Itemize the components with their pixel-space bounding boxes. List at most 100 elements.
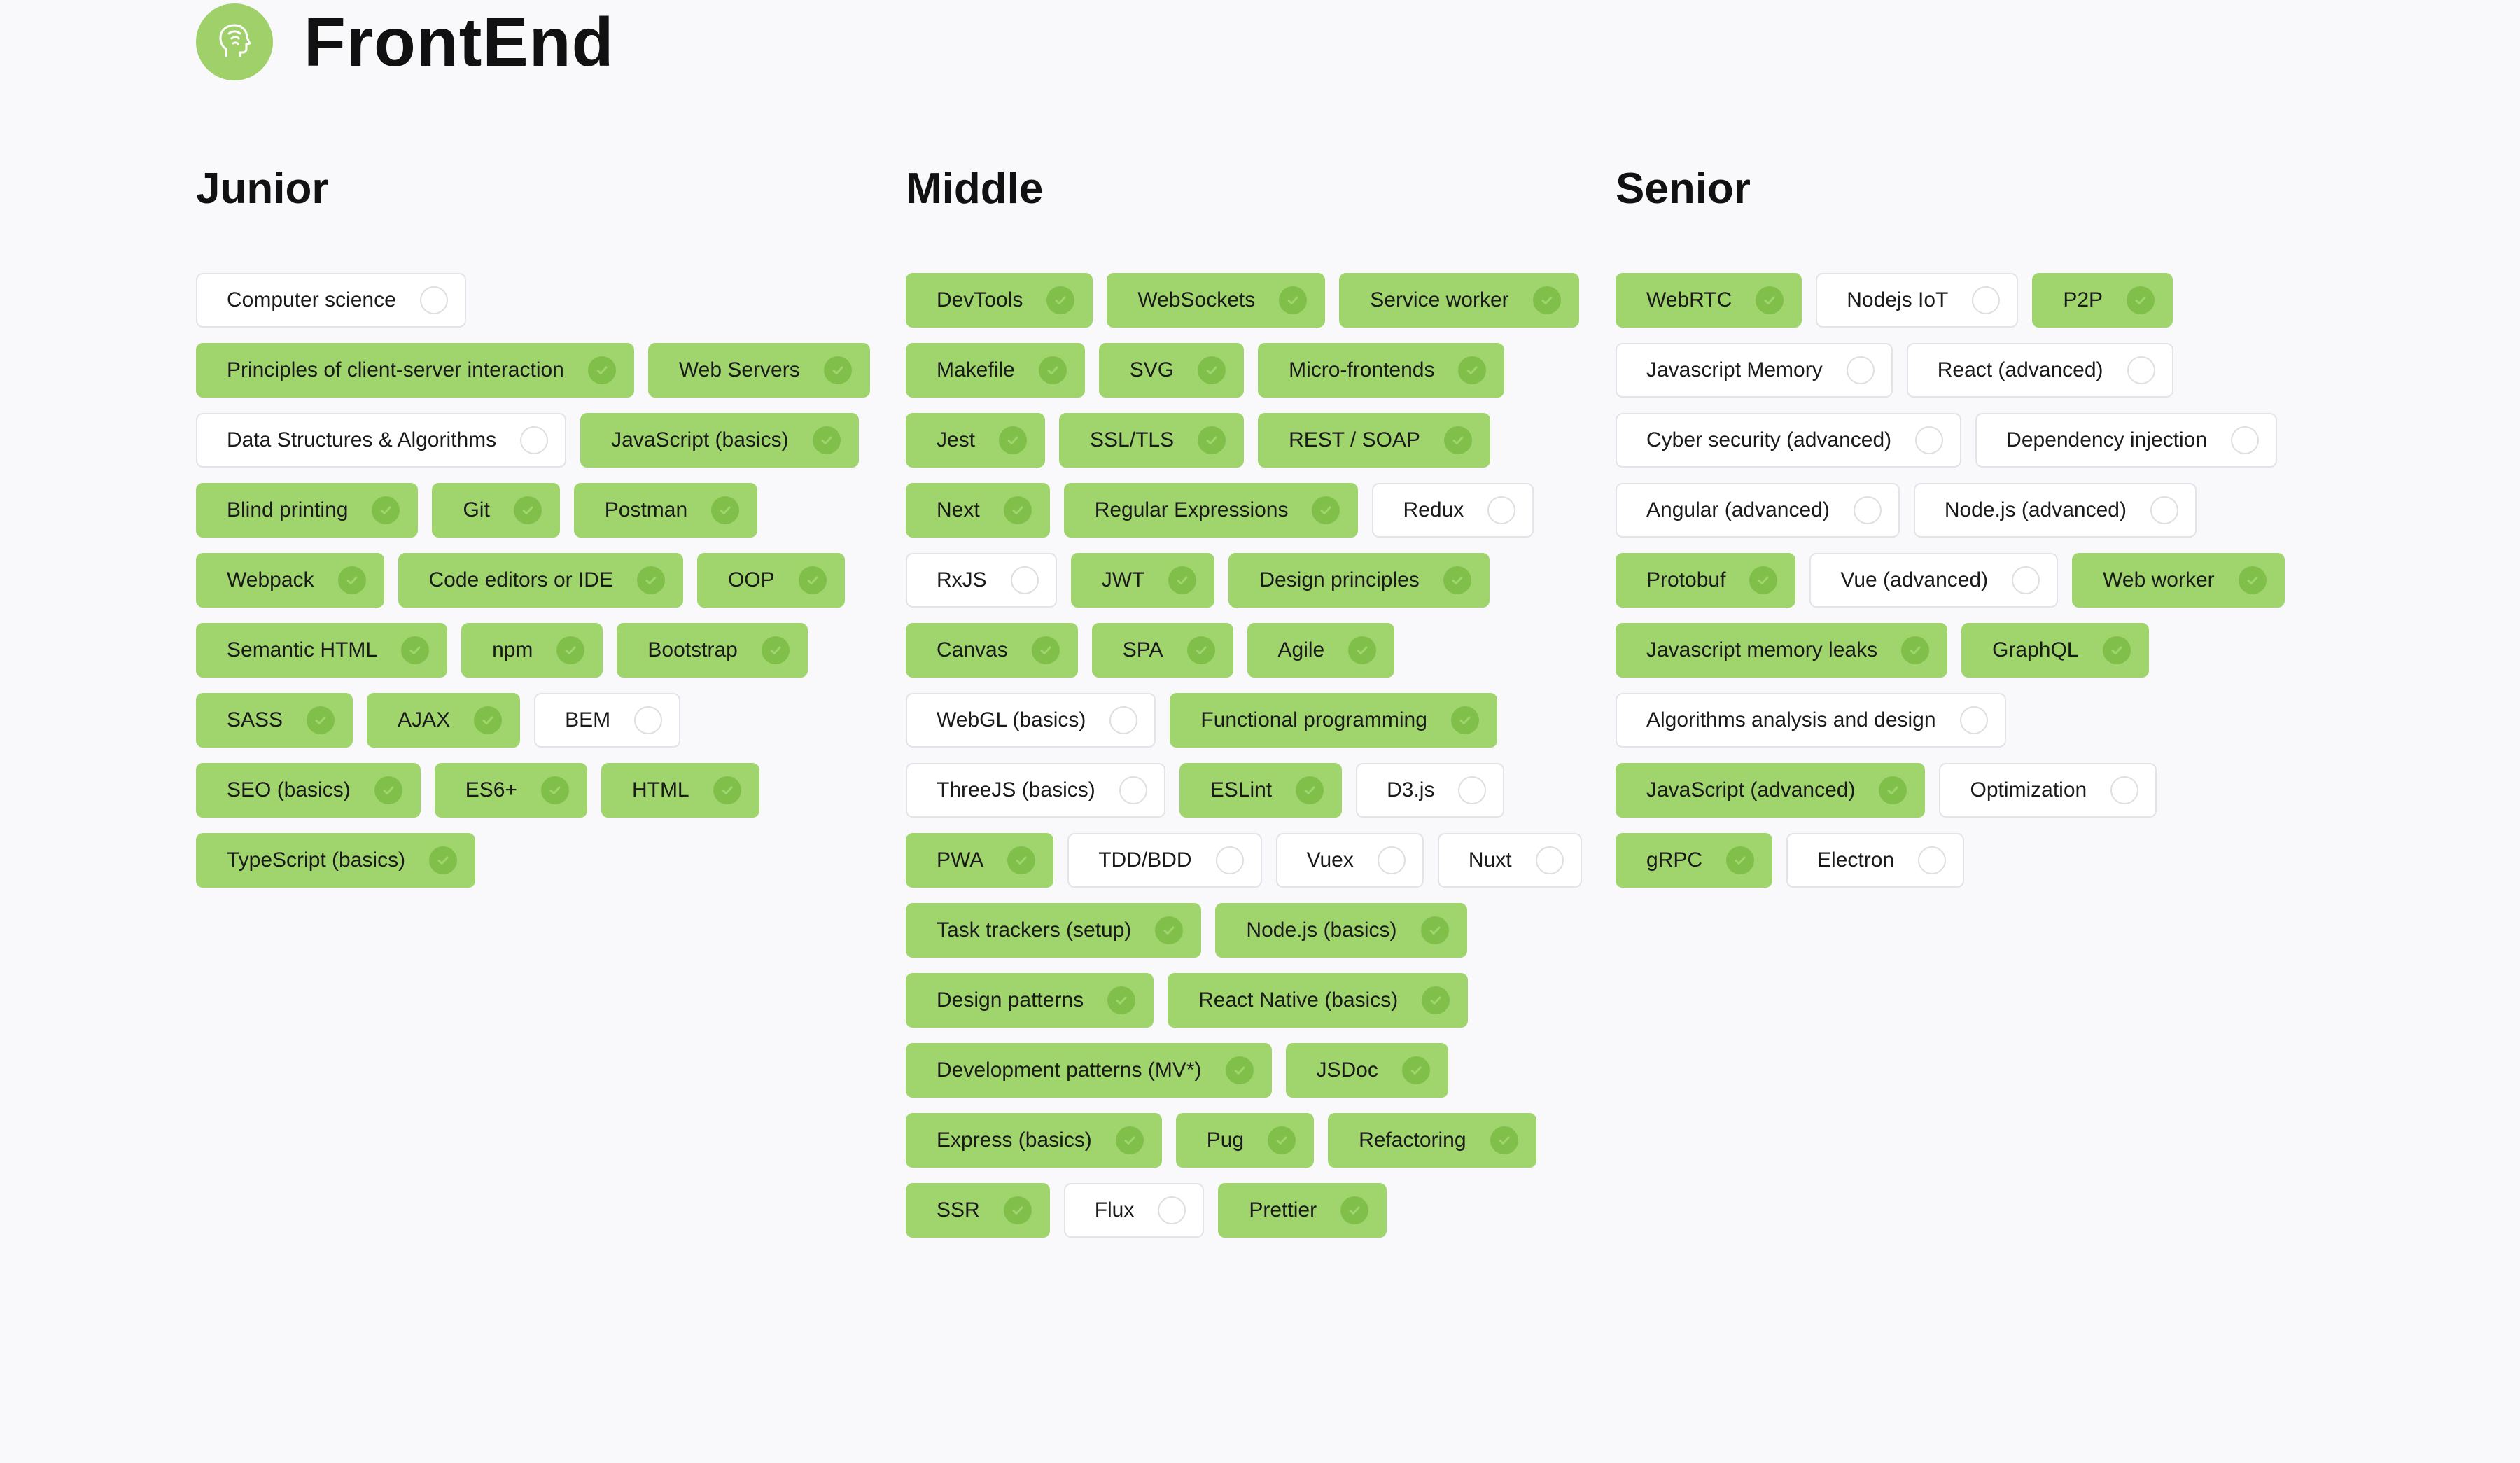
skill-label: Next — [937, 498, 980, 522]
skill-chip[interactable]: Semantic HTML — [196, 623, 448, 678]
skill-label: SASS — [227, 708, 284, 732]
skill-chip[interactable]: Javascript memory leaks — [1616, 623, 1948, 678]
skill-label: Principles of client-server interaction — [227, 358, 564, 382]
skill-chip[interactable]: Prettier — [1218, 1183, 1387, 1238]
skill-chip[interactable]: Webpack — [196, 553, 384, 608]
skill-chip[interactable]: React Native (basics) — [1168, 973, 1469, 1028]
skill-chip[interactable]: Development patterns (MV*) — [906, 1043, 1272, 1098]
skill-chip[interactable]: Bootstrap — [617, 623, 808, 678]
skill-chip[interactable]: npm — [461, 623, 603, 678]
skill-chip[interactable]: Redux — [1372, 483, 1534, 538]
skill-chip[interactable]: Web Servers — [648, 343, 870, 398]
skill-chip[interactable]: JavaScript (basics) — [580, 413, 859, 468]
skill-chip[interactable]: SASS — [196, 693, 354, 748]
skill-chip[interactable]: Pug — [1175, 1113, 1315, 1168]
skill-chip[interactable]: JavaScript (advanced) — [1616, 763, 1926, 818]
skill-chip[interactable]: Cyber security (advanced) — [1616, 413, 1962, 468]
empty-circle-icon — [2231, 426, 2260, 454]
skill-chip[interactable]: SVG — [1098, 343, 1245, 398]
skill-chip[interactable]: RxJS — [906, 553, 1057, 608]
skill-chip[interactable]: D3.js — [1356, 763, 1505, 818]
skill-label: React (advanced) — [1937, 358, 2104, 382]
skill-chip[interactable]: ThreeJS (basics) — [906, 763, 1166, 818]
skill-chip[interactable]: Git — [432, 483, 560, 538]
skill-chip[interactable]: Principles of client-server interaction — [196, 343, 634, 398]
skill-chip[interactable]: HTML — [601, 763, 760, 818]
skill-chip[interactable]: Makefile — [906, 343, 1085, 398]
skill-label: Design patterns — [937, 988, 1084, 1011]
checkmark-icon — [1901, 636, 1930, 664]
skill-chip[interactable]: Blind printing — [196, 483, 419, 538]
skill-chip[interactable]: Nodejs IoT — [1816, 273, 2019, 328]
skill-chip[interactable]: Vue (advanced) — [1809, 553, 2059, 608]
skill-chip[interactable]: Service worker — [1339, 273, 1579, 328]
skill-chip[interactable]: ES6+ — [434, 763, 587, 818]
checkmark-icon — [713, 776, 741, 804]
skill-chip[interactable]: WebGL (basics) — [906, 693, 1156, 748]
skill-chip[interactable]: GraphQL — [1961, 623, 2149, 678]
skill-chip[interactable]: Electron — [1786, 833, 1965, 888]
skill-chip[interactable]: Next — [906, 483, 1050, 538]
skill-chip[interactable]: Design principles — [1228, 553, 1490, 608]
skill-chip[interactable]: Web worker — [2072, 553, 2285, 608]
skill-chip[interactable]: Node.js (advanced) — [1913, 483, 2197, 538]
skill-chip[interactable]: JSDoc — [1285, 1043, 1448, 1098]
skill-chip[interactable]: Agile — [1247, 623, 1395, 678]
skill-label: Cyber security (advanced) — [1646, 428, 1892, 451]
skill-chip[interactable]: Canvas — [906, 623, 1078, 678]
skill-chip[interactable]: Regular Expressions — [1063, 483, 1359, 538]
checkmark-icon — [812, 426, 841, 454]
skill-chip[interactable]: DevTools — [906, 273, 1093, 328]
skill-chip[interactable]: Angular (advanced) — [1616, 483, 1900, 538]
skill-chip[interactable]: TypeScript (basics) — [196, 833, 476, 888]
skill-chip[interactable]: Micro-frontends — [1258, 343, 1505, 398]
empty-circle-icon — [1535, 846, 1564, 874]
skill-chip[interactable]: React (advanced) — [1906, 343, 2174, 398]
skill-chip[interactable]: Javascript Memory — [1616, 343, 1893, 398]
skill-chip[interactable]: Optimization — [1939, 763, 2157, 818]
skill-chip[interactable]: Refactoring — [1328, 1113, 1536, 1168]
skill-chip[interactable]: BEM — [534, 693, 681, 748]
skill-chip[interactable]: Computer science — [196, 273, 466, 328]
skill-chip[interactable]: SSL/TLS — [1059, 413, 1245, 468]
skill-chip[interactable]: gRPC — [1616, 833, 1773, 888]
skill-chip[interactable]: Postman — [573, 483, 758, 538]
skill-label: Vuex — [1306, 848, 1354, 872]
skill-label: Redux — [1403, 498, 1464, 522]
empty-circle-icon — [2110, 776, 2139, 804]
skill-chip[interactable]: WebRTC — [1616, 273, 1802, 328]
skill-chip[interactable]: REST / SOAP — [1258, 413, 1490, 468]
skill-chip[interactable]: TDD/BDD — [1068, 833, 1262, 888]
skill-chip[interactable]: WebSockets — [1107, 273, 1326, 328]
skill-chip[interactable]: Protobuf — [1616, 553, 1796, 608]
skill-chip[interactable]: SSR — [906, 1183, 1050, 1238]
skill-label: SSL/TLS — [1090, 428, 1175, 451]
skill-chip[interactable]: Data Structures & Algorithms — [196, 413, 567, 468]
skill-chip[interactable]: PWA — [906, 833, 1054, 888]
skill-chip[interactable]: SEO (basics) — [196, 763, 421, 818]
skill-chip[interactable]: JWT — [1070, 553, 1215, 608]
skill-chip[interactable]: Vuex — [1275, 833, 1424, 888]
skill-label: TypeScript (basics) — [227, 848, 406, 872]
skill-chip[interactable]: Nuxt — [1437, 833, 1582, 888]
skill-chip[interactable]: Express (basics) — [906, 1113, 1162, 1168]
skill-chip[interactable]: Flux — [1063, 1183, 1205, 1238]
skill-chip[interactable]: Design patterns — [906, 973, 1154, 1028]
skill-chip[interactable]: AJAX — [367, 693, 521, 748]
skill-label: Canvas — [937, 638, 1008, 662]
skill-chip[interactable]: P2P — [2032, 273, 2174, 328]
skill-chip[interactable]: OOP — [696, 553, 845, 608]
skill-chip[interactable]: Functional programming — [1170, 693, 1497, 748]
skill-chip[interactable]: Code editors or IDE — [398, 553, 683, 608]
skill-chip[interactable]: Jest — [906, 413, 1046, 468]
skill-chip[interactable]: ESLint — [1179, 763, 1343, 818]
skill-chip[interactable]: Dependency injection — [1975, 413, 2278, 468]
skill-chip[interactable]: SPA — [1091, 623, 1233, 678]
skill-chip[interactable]: Node.js (basics) — [1215, 903, 1467, 958]
checkmark-icon — [1756, 286, 1784, 314]
skill-chip[interactable]: Task trackers (setup) — [906, 903, 1202, 958]
skill-chip[interactable]: Algorithms analysis and design — [1616, 693, 2006, 748]
